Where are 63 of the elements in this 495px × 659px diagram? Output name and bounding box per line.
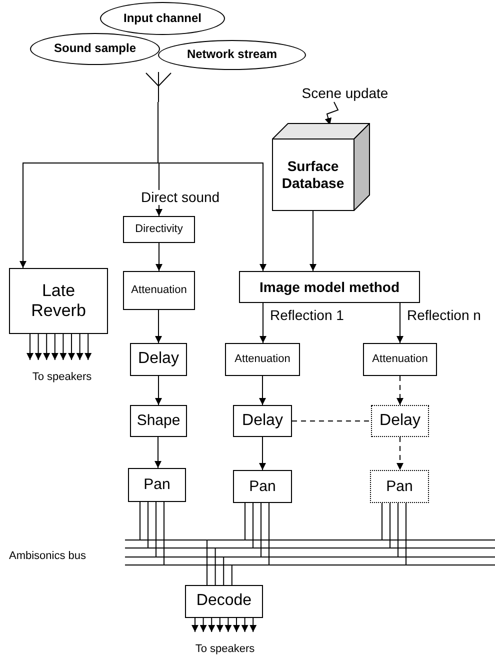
process-box: Directivity <box>123 216 195 243</box>
edge-label: Reflection n <box>406 308 482 324</box>
process-box: Attenuation <box>123 271 195 310</box>
bus-label: Ambisonics bus <box>9 550 86 563</box>
arrow <box>259 436 266 470</box>
arrow <box>396 376 404 406</box>
arrow <box>324 102 339 126</box>
arrow <box>396 436 404 470</box>
connector-line <box>252 502 254 548</box>
arrow <box>154 436 162 468</box>
arrow <box>155 376 162 406</box>
arrow <box>156 242 162 272</box>
text-label: To speakers <box>12 370 112 385</box>
process-box: Late Reverb <box>9 268 108 334</box>
process-box: Attenuation <box>363 343 437 376</box>
arrow <box>34 334 42 360</box>
arrow <box>233 618 240 632</box>
process-box: Pan <box>370 470 429 503</box>
arrow <box>43 334 50 360</box>
arrow <box>51 334 58 360</box>
edge-label: Reflection 1 <box>269 308 345 324</box>
process-box: Delay <box>233 405 292 437</box>
arrow <box>158 102 266 272</box>
process-box: Pan <box>128 468 186 502</box>
ellipse-node: Network stream <box>158 40 306 70</box>
arrow <box>259 376 266 406</box>
arrow <box>208 618 216 632</box>
text-label: To speakers <box>175 642 275 657</box>
arrow <box>396 302 404 344</box>
antenna-icon <box>145 72 172 102</box>
arrow <box>216 618 224 632</box>
arrow <box>260 302 266 344</box>
arrow <box>250 618 257 632</box>
connector-line <box>231 564 232 586</box>
arrow <box>84 334 92 360</box>
connector-line <box>244 502 246 540</box>
arrow <box>224 618 232 632</box>
edge-label: Direct sound <box>140 190 221 206</box>
ellipse-node: Input channel <box>100 2 225 35</box>
text-label: Scene update <box>290 84 400 102</box>
connector-line <box>214 548 216 586</box>
arrow <box>241 618 248 632</box>
arrow <box>200 618 207 632</box>
process-box: Attenuation <box>225 343 300 376</box>
arrow <box>192 618 198 632</box>
connector-line <box>292 420 372 422</box>
process-box: Delay <box>130 343 187 376</box>
connector-line <box>223 556 224 586</box>
connector-line <box>206 540 208 586</box>
process-box: Delay <box>371 405 429 437</box>
arrow <box>60 334 67 360</box>
connector-line <box>268 502 270 566</box>
connector-line <box>260 502 262 558</box>
arrow <box>68 334 75 360</box>
arrow <box>76 334 84 360</box>
ellipse-node: Sound sample <box>30 33 160 65</box>
arrow <box>155 310 162 344</box>
process-box: Decode <box>185 585 263 618</box>
arrow <box>26 334 34 360</box>
arrow <box>310 210 316 272</box>
process-box: Image model method <box>239 271 420 303</box>
process-box: Pan <box>233 470 292 503</box>
process-box: Shape <box>130 405 187 437</box>
